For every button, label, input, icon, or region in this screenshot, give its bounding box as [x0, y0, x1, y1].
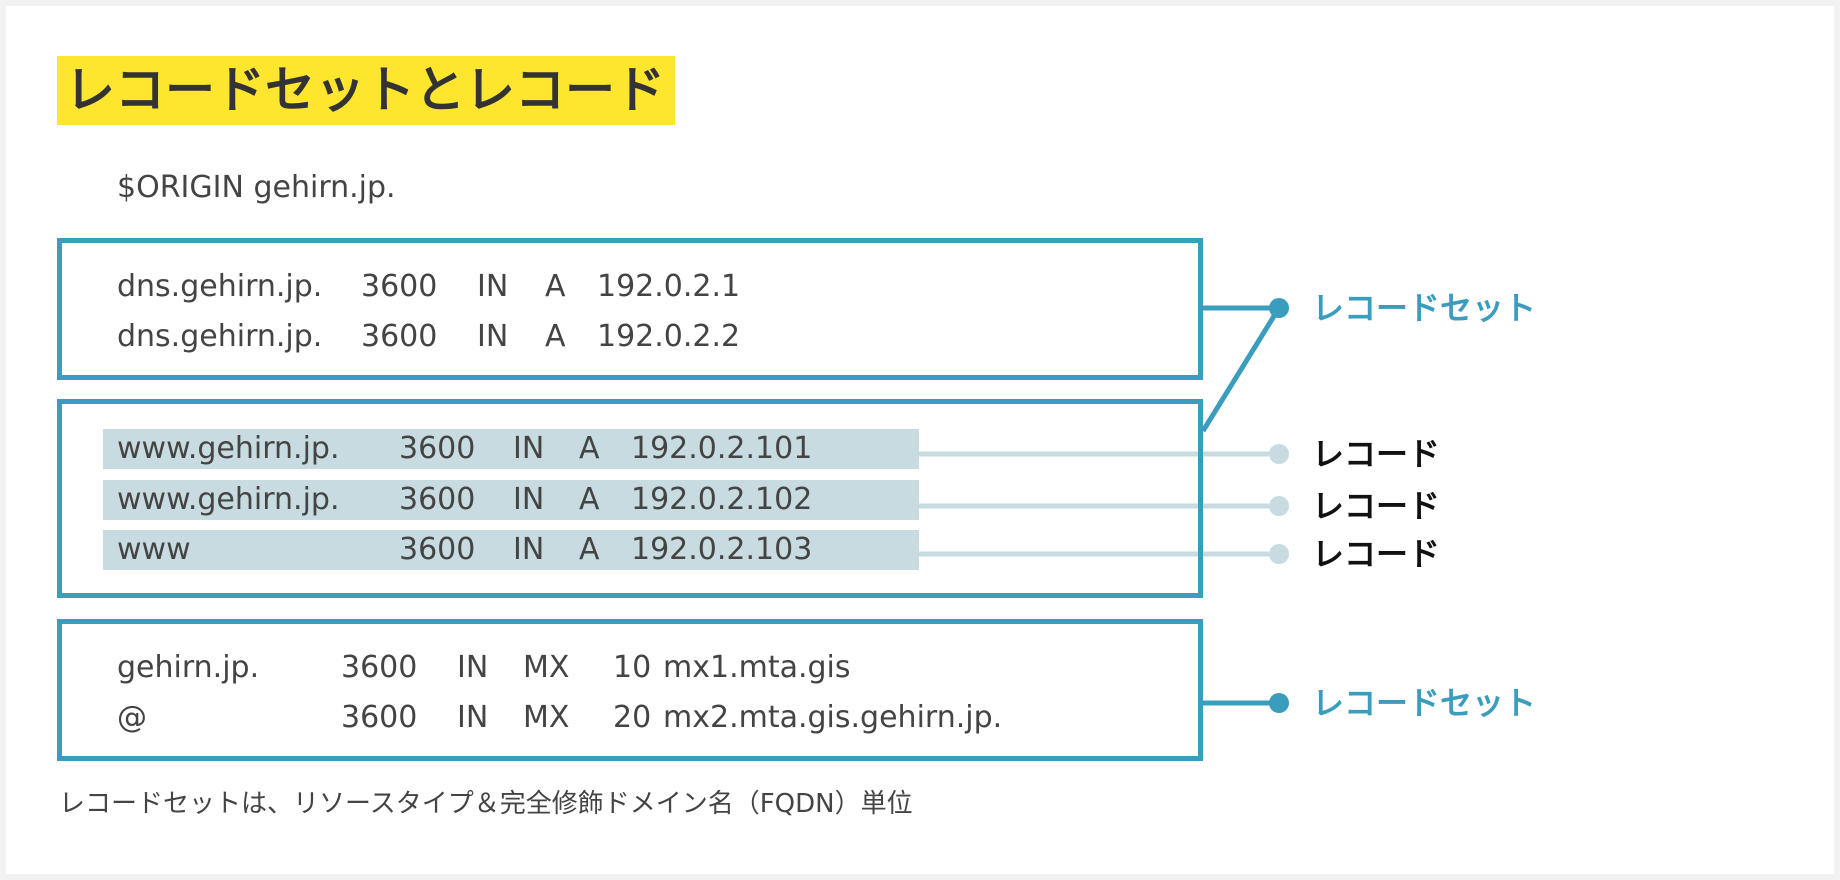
record-ttl: 3600 — [361, 319, 438, 354]
record-row: @ 3600 IN MX 20 mx2.mta.gis.gehirn.jp. — [117, 698, 1017, 738]
record-row-highlighted: www.gehirn.jp. 3600 IN A 192.0.2.101 — [103, 429, 919, 469]
recordset-box-mx — [57, 619, 1203, 761]
record-label-2: レコード — [1312, 487, 1441, 525]
record-name: dns.gehirn.jp. — [117, 269, 323, 304]
recordset-box-www — [57, 399, 1203, 598]
record-type: A — [579, 431, 600, 466]
record-type: A — [545, 269, 566, 304]
record-data: 192.0.2.2 — [597, 319, 741, 354]
record-class: IN — [457, 700, 489, 735]
record-type: MX — [523, 650, 570, 685]
record-class: IN — [513, 482, 545, 517]
record-row: dns.gehirn.jp. 3600 IN A 192.0.2.1 — [117, 267, 817, 307]
record-class: IN — [513, 532, 545, 567]
record-name: www.gehirn.jp. — [117, 482, 340, 517]
record-row: dns.gehirn.jp. 3600 IN A 192.0.2.2 — [117, 317, 817, 357]
recordset-dot-bottom — [1269, 693, 1289, 713]
record-row-highlighted: www.gehirn.jp. 3600 IN A 192.0.2.102 — [103, 480, 919, 520]
record-type: A — [579, 482, 600, 517]
record-name: gehirn.jp. — [117, 650, 260, 685]
record-type: A — [545, 319, 566, 354]
recordset-box-a — [57, 238, 1203, 380]
record-row: gehirn.jp. 3600 IN MX 10 mx1.mta.gis — [117, 648, 1017, 688]
record-label-1: レコード — [1312, 435, 1441, 473]
record-ttl: 3600 — [399, 431, 476, 466]
record-ttl: 3600 — [361, 269, 438, 304]
record-ttl: 3600 — [399, 532, 476, 567]
record-data: mx2.mta.gis.gehirn.jp. — [663, 700, 1003, 735]
recordset-dot-top — [1269, 298, 1289, 318]
record-row-highlighted: www 3600 IN A 192.0.2.103 — [103, 530, 919, 570]
record-class: IN — [513, 431, 545, 466]
record-ttl: 3600 — [399, 482, 476, 517]
record-name: @ — [117, 700, 147, 735]
record-dot-3 — [1269, 544, 1289, 564]
recordset-label-bottom: レコードセット — [1312, 684, 1537, 722]
record-class: IN — [477, 269, 509, 304]
record-type: A — [579, 532, 600, 567]
connector-layer — [919, 298, 1289, 713]
record-label-3: レコード — [1312, 535, 1441, 573]
record-ttl: 3600 — [341, 700, 418, 735]
record-dot-2 — [1269, 496, 1289, 516]
record-class: IN — [477, 319, 509, 354]
footnote: レコードセットは、リソースタイプ＆完全修飾ドメイン名（FQDN）単位 — [59, 789, 913, 819]
origin-directive: $ORIGIN gehirn.jp. — [117, 170, 396, 205]
recordset-label-top: レコードセット — [1312, 289, 1537, 327]
recordset-connector-www — [1200, 306, 1282, 433]
record-name: www — [117, 532, 191, 567]
record-class: IN — [457, 650, 489, 685]
record-type: MX — [523, 700, 570, 735]
record-name: www.gehirn.jp. — [117, 431, 340, 466]
record-data: 192.0.2.103 — [631, 532, 813, 567]
record-data: mx1.mta.gis — [663, 650, 851, 685]
record-priority: 10 — [613, 650, 652, 685]
page-title: レコードセットとレコード — [57, 56, 675, 125]
record-name: dns.gehirn.jp. — [117, 319, 323, 354]
record-data: 192.0.2.102 — [631, 482, 813, 517]
record-data: 192.0.2.101 — [631, 431, 813, 466]
record-priority: 20 — [613, 700, 652, 735]
record-data: 192.0.2.1 — [597, 269, 741, 304]
diagram-canvas: レコードセットとレコード $ORIGIN gehirn.jp. dns.gehi… — [6, 6, 1834, 874]
record-dot-1 — [1269, 444, 1289, 464]
record-ttl: 3600 — [341, 650, 418, 685]
